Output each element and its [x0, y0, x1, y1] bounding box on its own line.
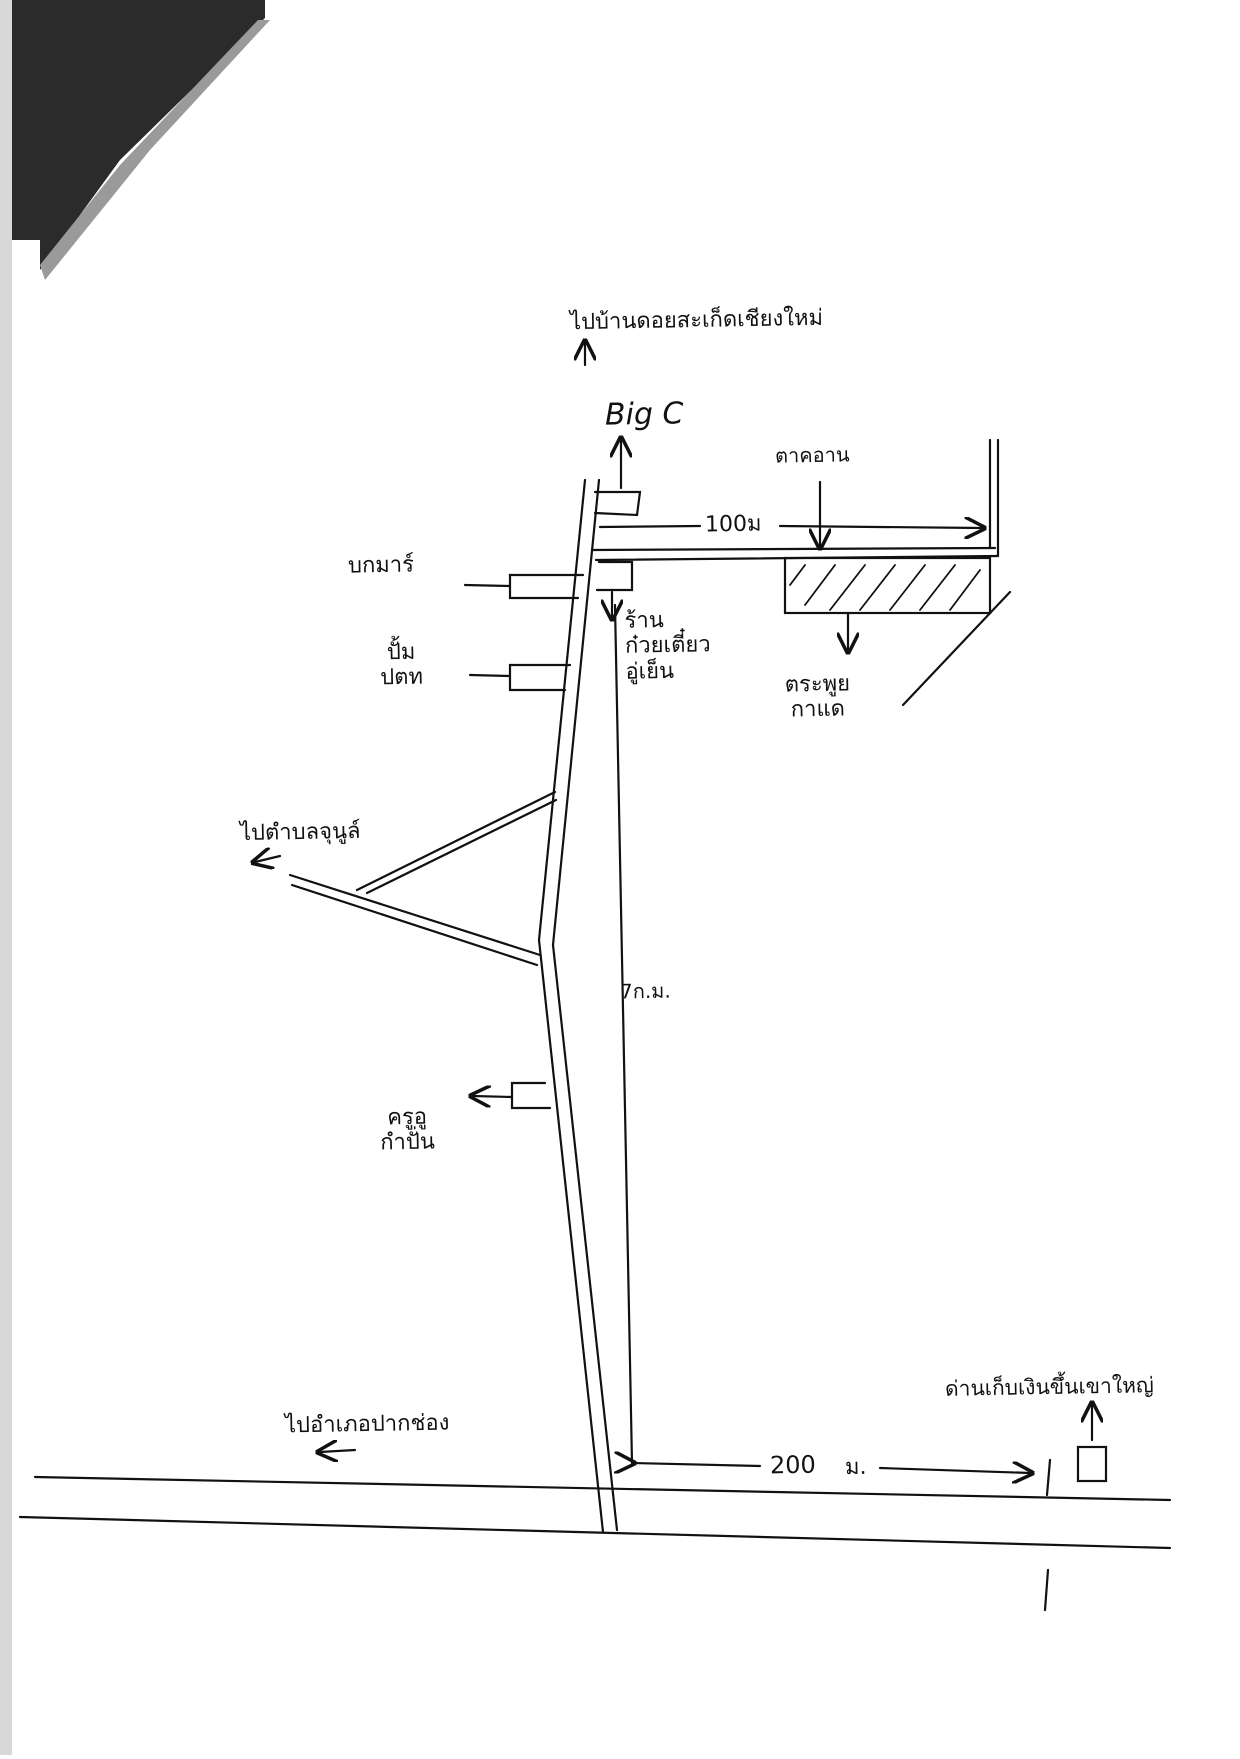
- bigc-box: [593, 490, 642, 517]
- shop-box-1: [508, 573, 585, 600]
- label-distance-200: 200: [769, 1450, 817, 1480]
- label-traffic-light: ตาคอาน: [774, 442, 850, 468]
- east-road-end: [988, 438, 1000, 558]
- west-road: [288, 873, 542, 967]
- highway-line-1: [33, 1475, 1172, 1502]
- label-distance-100m: 100ม: [704, 511, 762, 538]
- measure-200m-b: [878, 1468, 1030, 1473]
- measure-7km: [613, 603, 634, 1465]
- main-road-upper: [537, 478, 601, 947]
- shop-box-2-tick: [468, 673, 512, 678]
- main-road-lower: [537, 938, 619, 1534]
- shop-box-1-tick: [463, 583, 512, 588]
- label-to-north: ไปบ้านดอยสะเก็ดเชียงใหม่: [569, 305, 824, 336]
- diagonal-road: [901, 590, 1012, 707]
- west-connector: [355, 790, 558, 895]
- southwest-arrow: [320, 1450, 357, 1452]
- tollgate-mark: [1043, 1458, 1052, 1612]
- highway-line-2: [18, 1515, 1172, 1550]
- shop-box-5-tick: [473, 1096, 514, 1097]
- label-to-southwest: ไปอำเภอปากช่อง: [284, 1410, 450, 1439]
- label-destination: ด่านเก็บเงินขึ้นเขาใหญ่: [944, 1373, 1155, 1401]
- label-unit-m: ม.: [844, 1454, 867, 1481]
- page-fold-highlight: [40, 20, 270, 280]
- label-distance-7km: 7ก.ม.: [619, 978, 671, 1004]
- left-edge-shadow: [0, 0, 12, 1755]
- page-fold-corner: [0, 0, 265, 270]
- label-shop-1: บกมาร์: [347, 552, 415, 579]
- shop-box-5: [510, 1081, 552, 1110]
- label-to-west: ไปตำบลจุนูล์: [239, 818, 361, 847]
- label-shop-3: ร้าน ก๋วยเตี๋ยว อู่เย็น: [624, 608, 711, 685]
- label-shop-2: ปั้ม ปตท: [380, 639, 424, 691]
- label-big-c: Big C: [604, 396, 684, 433]
- label-shop-5: ครูอู กำปั่น: [380, 1104, 436, 1156]
- measure-100m-b: [778, 526, 982, 528]
- shop-box-3: [595, 560, 634, 592]
- shop-box-2: [508, 663, 572, 692]
- measure-200m-a: [632, 1463, 762, 1466]
- measure-100m-a: [598, 524, 702, 529]
- hatch-lines: [789, 564, 981, 611]
- label-shop-4: ตระพูย กาแด: [784, 671, 851, 723]
- west-arrow: [255, 856, 282, 862]
- tollgate-box: [1076, 1445, 1108, 1483]
- hatched-building: [783, 556, 992, 615]
